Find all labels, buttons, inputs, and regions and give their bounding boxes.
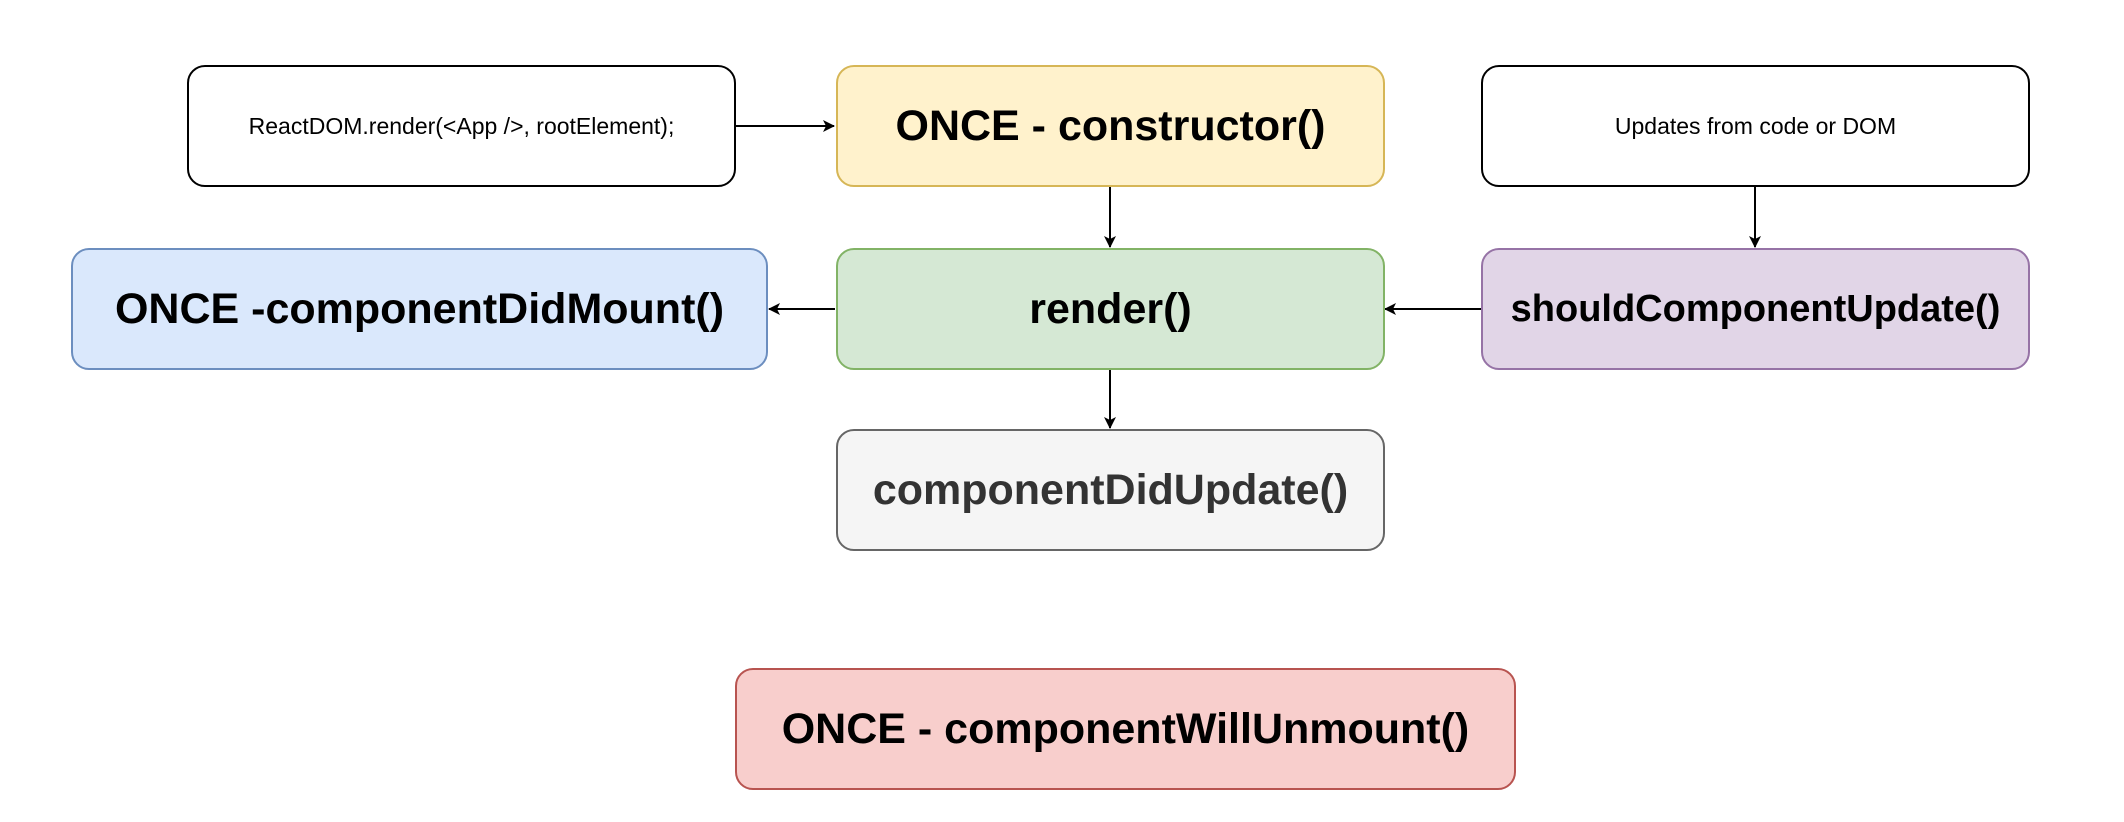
component-did-mount-label: ONCE -componentDidMount() — [114, 284, 725, 333]
should-component-update-label: shouldComponentUpdate() — [1510, 287, 2001, 330]
should-component-update-node: shouldComponentUpdate() — [1481, 248, 2030, 370]
component-did-mount-node: ONCE -componentDidMount() — [71, 248, 768, 370]
component-will-unmount-node: ONCE - componentWillUnmount() — [735, 668, 1516, 790]
component-did-update-label: componentDidUpdate() — [872, 465, 1349, 514]
render-call-label: ReactDOM.render(<App />, rootElement); — [248, 112, 675, 139]
constructor-node: ONCE - constructor() — [836, 65, 1385, 187]
render-label: render() — [1029, 284, 1192, 333]
component-did-update-node: componentDidUpdate() — [836, 429, 1385, 551]
render-call-node: ReactDOM.render(<App />, rootElement); — [187, 65, 736, 187]
render-node: render() — [836, 248, 1385, 370]
updates-source-label: Updates from code or DOM — [1614, 112, 1897, 139]
constructor-label: ONCE - constructor() — [895, 101, 1326, 150]
updates-source-node: Updates from code or DOM — [1481, 65, 2030, 187]
component-will-unmount-label: ONCE - componentWillUnmount() — [781, 704, 1470, 753]
